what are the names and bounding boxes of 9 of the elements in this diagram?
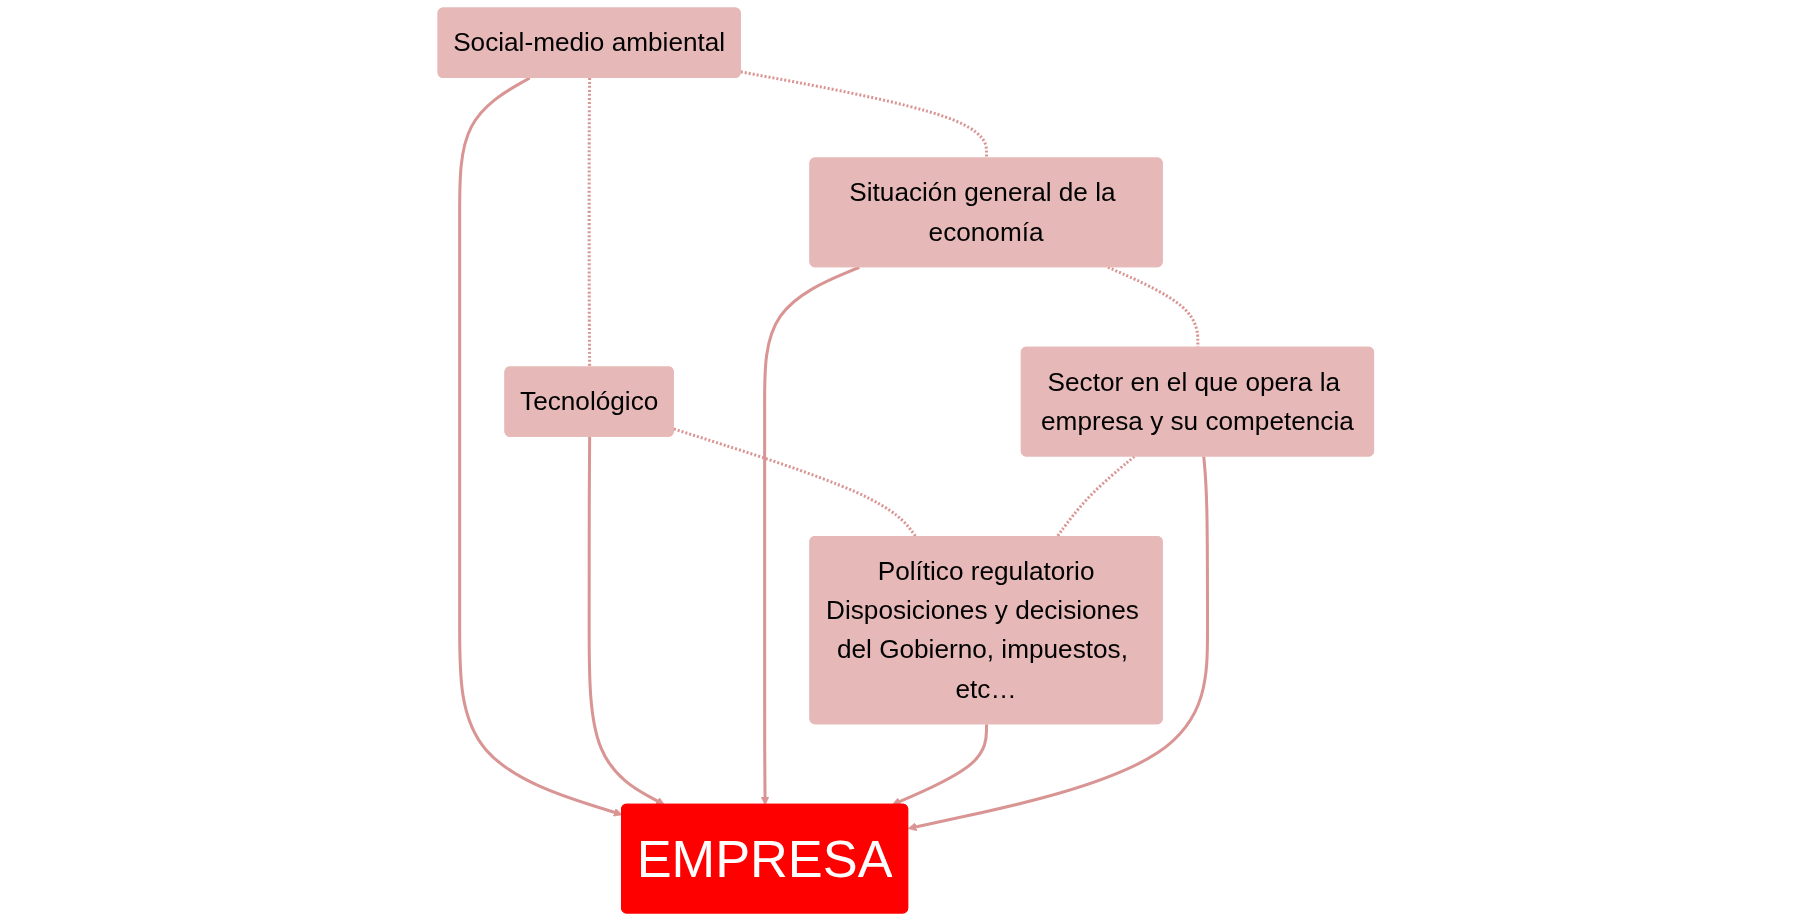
- connector: [1107, 265, 1200, 348]
- connector: [1055, 455, 1136, 538]
- connector: [740, 70, 989, 159]
- arrow: [908, 456, 1210, 832]
- connector: [587, 78, 592, 368]
- connector: [673, 427, 918, 538]
- arrow: [760, 265, 861, 806]
- arrow: [587, 436, 665, 806]
- arrow: [892, 724, 989, 806]
